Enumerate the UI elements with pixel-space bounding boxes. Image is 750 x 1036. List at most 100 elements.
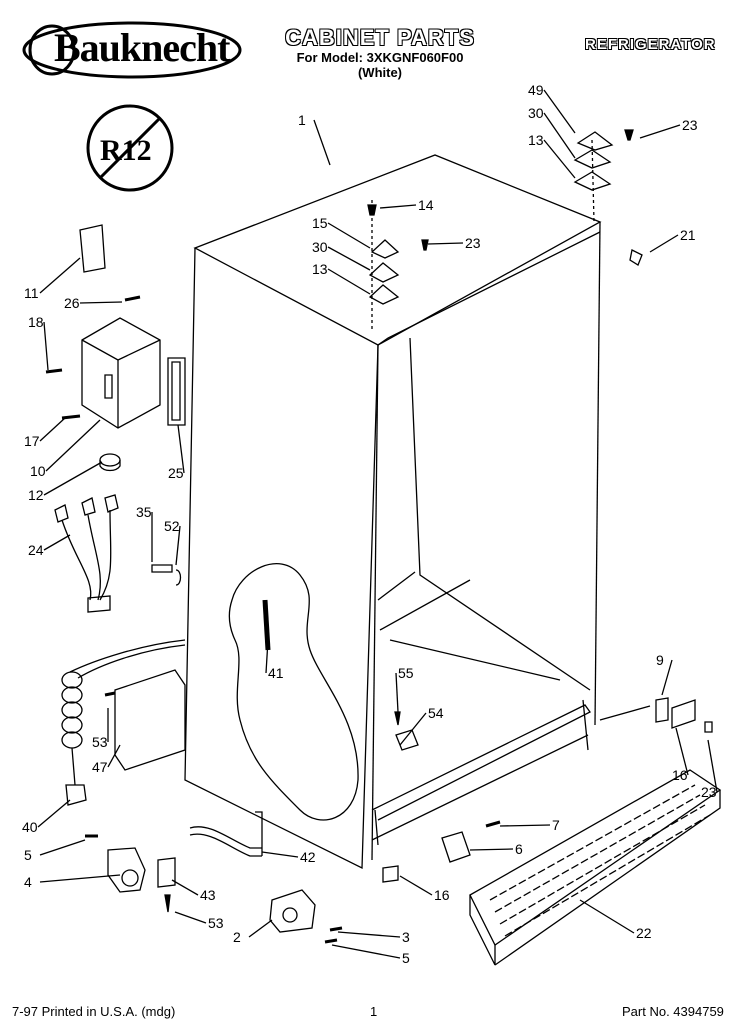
callout-leader	[39, 417, 66, 442]
callout-label: 15	[312, 215, 328, 231]
callout-label: 5	[402, 950, 410, 966]
callout-leader	[265, 639, 269, 674]
callout-leader	[579, 899, 635, 934]
callout-label: 21	[680, 227, 696, 243]
callout-leader	[43, 534, 71, 551]
callout-label: 13	[312, 261, 328, 277]
callout-label: 25	[168, 465, 184, 481]
callout-leader	[399, 712, 427, 746]
callout-label: 16	[672, 767, 688, 783]
page-number: 1	[370, 1004, 378, 1019]
callout-label: 43	[200, 887, 216, 903]
callout-leader	[261, 851, 299, 858]
callout-label: 23	[682, 117, 698, 133]
callout-leader	[327, 222, 371, 249]
callout-leader	[37, 799, 71, 828]
callout-label: 42	[300, 849, 316, 865]
callout-leader	[327, 268, 371, 295]
top-hinge-center	[367, 200, 429, 330]
callout-label: 23	[701, 784, 717, 800]
callout-leader	[543, 139, 576, 179]
callout-leader	[39, 257, 81, 294]
callout-label: 30	[528, 105, 544, 121]
bottom-parts	[85, 711, 501, 944]
callout-leader	[331, 944, 401, 959]
callout-label: 24	[28, 542, 44, 558]
callout-label: 5	[24, 847, 32, 863]
model-variant: (White)	[357, 65, 403, 80]
callout-leader	[327, 246, 371, 271]
callout-leader	[395, 672, 399, 713]
callout-label: 55	[398, 665, 414, 681]
callout-leader	[43, 461, 103, 496]
callout-leader	[379, 204, 417, 209]
callout-leader	[39, 839, 86, 856]
callout-leader	[248, 919, 273, 938]
callout-label: 12	[28, 487, 44, 503]
callout-leader	[43, 321, 49, 371]
callout-label: 3	[402, 929, 410, 945]
callout-label: 41	[268, 665, 284, 681]
callout-leader	[639, 124, 681, 139]
part-number: Part No. 4394759	[622, 1004, 724, 1019]
no-r12-badge: R12	[86, 104, 174, 192]
callout-label: 35	[136, 504, 152, 520]
callout-leader	[649, 234, 679, 253]
appliance-category: REFRIGERATOR	[585, 36, 716, 53]
callout-leader	[469, 848, 514, 851]
callout-label: 53	[92, 734, 108, 750]
callout-leader	[175, 525, 181, 566]
toe-grille	[469, 769, 722, 966]
callout-label: 6	[515, 841, 523, 857]
callout-leader	[499, 824, 551, 827]
right-bracket	[599, 697, 713, 733]
callout-label: 14	[418, 197, 434, 213]
callout-label: 7	[552, 817, 560, 833]
callout-leader	[661, 659, 673, 696]
model-number: For Model: 3XKGNF060F00	[296, 50, 464, 65]
brand-logo	[22, 21, 242, 79]
callout-label: 10	[30, 463, 46, 479]
callout-label: 54	[428, 705, 444, 721]
callout-label: 17	[24, 433, 40, 449]
callout-leader	[675, 727, 689, 776]
callout-leader	[399, 875, 433, 896]
callout-label: 18	[28, 314, 44, 330]
callout-label: 30	[312, 239, 328, 255]
callout-label: 26	[64, 295, 80, 311]
callout-label: 52	[164, 518, 180, 534]
callout-label: 4	[24, 874, 32, 890]
control-box	[45, 224, 186, 472]
callout-leader	[313, 119, 331, 166]
page-title: CABINET PARTS	[285, 25, 475, 50]
callout-leader	[45, 419, 101, 472]
callout-leader	[107, 744, 121, 768]
print-info: 7-97 Printed in U.S.A. (mdg)	[12, 1004, 176, 1019]
callout-label: 22	[636, 925, 652, 941]
callout-label: 53	[208, 915, 224, 931]
callout-label: 49	[528, 82, 544, 98]
callout-label: 2	[233, 929, 241, 945]
callout-label: 47	[92, 759, 108, 775]
callout-leader	[171, 879, 199, 896]
callout-label: 1	[298, 112, 306, 128]
top-hinge-right	[573, 129, 643, 266]
callout-leader	[543, 112, 576, 159]
callout-label: 23	[465, 235, 481, 251]
brand-name: Bauknecht	[54, 25, 230, 70]
r12-badge-text: R12	[100, 134, 152, 167]
callout-leader	[543, 89, 576, 134]
callout-leader	[427, 242, 464, 245]
callout-label: 16	[434, 887, 450, 903]
callout-leader	[174, 911, 207, 924]
power-cord-and-bracket	[61, 639, 186, 806]
callout-leader	[707, 739, 718, 793]
callout-leader	[177, 424, 185, 474]
wire-harness	[54, 494, 182, 613]
callout-leader	[79, 301, 123, 304]
callout-leader	[39, 874, 121, 883]
callout-label: 40	[22, 819, 38, 835]
callout-label: 9	[656, 652, 664, 668]
